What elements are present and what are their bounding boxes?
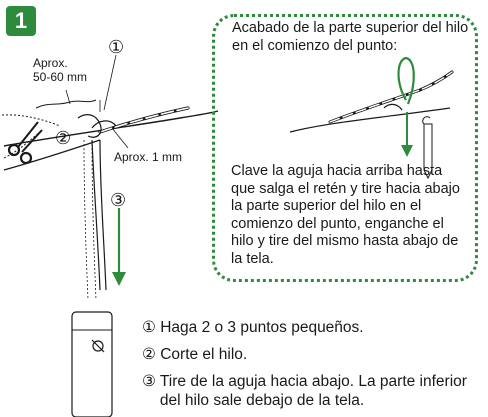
marker-2: ② — [55, 128, 72, 148]
callout-box — [212, 14, 478, 282]
approx-top-line1: Aprox. — [33, 56, 68, 70]
instruction-3-text: Tire de la aguja hacia abajo. La parte i… — [159, 373, 467, 409]
step-number-badge: 1 — [6, 6, 36, 36]
instruction-3: ③ Tire de la aguja hacia abajo. La parte… — [142, 372, 482, 410]
instruction-1: ① Haga 2 o 3 puntos pequeños. — [142, 318, 482, 337]
instruction-2-text: Corte el hilo. — [160, 346, 248, 363]
instruction-2-marker: ② — [142, 346, 156, 363]
callout-text: Clave la aguja hacia arriba hasta que sa… — [231, 163, 460, 267]
marker-3: ③ — [110, 190, 127, 210]
approx-top-line2: 50-60 mm — [33, 70, 88, 84]
instruction-3-marker: ③ — [142, 373, 156, 390]
marker-1: ① — [108, 37, 125, 57]
approx-side-label: Aprox. 1 mm — [114, 150, 183, 164]
instruction-1-marker: ① — [142, 319, 156, 336]
instruction-2: ② Corte el hilo. — [142, 345, 482, 364]
approx-top-label: Aprox. 50-60 mm — [33, 56, 87, 84]
scissors-icon — [7, 121, 43, 165]
callout-title: Acabado de la parte superior del hilo en… — [232, 20, 469, 54]
instruction-1-text: Haga 2 o 3 puntos pequeños. — [160, 319, 364, 336]
